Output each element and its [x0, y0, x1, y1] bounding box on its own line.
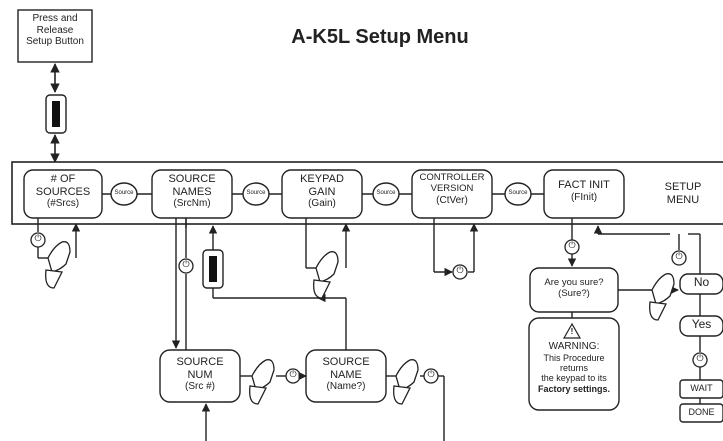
thumb-icon-3b	[649, 301, 667, 321]
thumb-icons	[45, 241, 675, 405]
confirm-label: Are you sure?(Sure?)	[544, 277, 604, 299]
done-box	[679, 403, 723, 423]
warning-box	[528, 317, 620, 411]
thumb-icon-1b	[45, 269, 63, 289]
menu-label-fact-init: FACT INIT (FInit)	[558, 179, 610, 203]
power-symbol-4: ⏻	[568, 240, 576, 250]
no-option: No	[693, 275, 710, 289]
thumb-icon-2	[315, 251, 339, 283]
thumb-icon-4	[251, 359, 275, 391]
yes-box	[679, 315, 723, 337]
source-label-4: Source	[508, 190, 528, 196]
wait-status: WAIT	[690, 383, 713, 393]
power-symbol-1: ⏻	[34, 233, 42, 243]
thumb-icon-5	[395, 359, 419, 391]
press-line-1: Press and	[32, 13, 78, 24]
thumb-icon-5b	[393, 385, 411, 405]
source-label-2: Source	[246, 190, 266, 196]
version-loop	[433, 218, 479, 277]
press-line-3: Setup Button	[26, 36, 84, 47]
power-icon-sources	[30, 232, 46, 248]
warning-triangle-icon	[562, 322, 582, 339]
thumb-icon-3	[651, 273, 675, 305]
power-icon-no	[671, 250, 687, 266]
press-button-box	[17, 9, 93, 63]
warning-exclamation: !	[570, 327, 574, 336]
power-icon-version	[452, 264, 468, 280]
source-button-3	[372, 182, 400, 206]
power-symbol-6: ⏻	[696, 353, 704, 363]
power-icon-srcnm	[178, 258, 194, 274]
power-symbol-2: ⏻	[182, 259, 190, 269]
setup-button-icon	[45, 94, 67, 134]
no-box	[679, 273, 723, 295]
warning-label: WARNING: This Procedure returns the keyp…	[537, 341, 611, 394]
press-button-label: Press and Release Setup Button	[18, 13, 92, 48]
page-title: A-K5L Setup Menu	[291, 26, 469, 48]
thumb-icon-1	[47, 241, 71, 273]
thumb-icon-2b	[313, 279, 331, 299]
press-line-2: Release	[36, 24, 74, 36]
gain-loop	[305, 218, 351, 269]
source-button-4	[504, 182, 532, 206]
setup-button-icon-2	[202, 249, 224, 289]
thumb-icon-4b	[249, 385, 267, 405]
source-button-2	[242, 182, 270, 206]
source-label-3: Source	[376, 190, 396, 196]
power-symbol-3: ⏻	[456, 265, 464, 275]
power-symbol-7: ⏻	[289, 369, 297, 379]
power-symbol-8: ⏻	[427, 369, 435, 379]
yes-option: Yes	[691, 317, 712, 331]
done-status: DONE	[688, 407, 715, 417]
power-symbol-5: ⏻	[675, 251, 683, 261]
source-button-1	[110, 182, 138, 206]
wait-box	[679, 379, 723, 399]
source-label-1: Source	[114, 190, 134, 196]
